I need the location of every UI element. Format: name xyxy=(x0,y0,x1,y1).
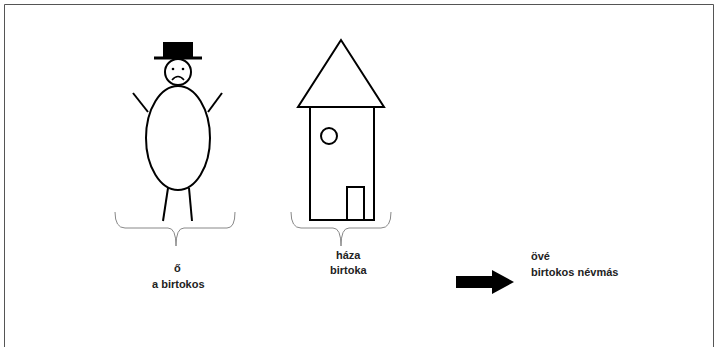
possession-label: birtoka xyxy=(330,264,367,277)
possession-word: háza xyxy=(336,249,360,262)
curly-brace xyxy=(115,212,391,246)
owner-pronoun: ő xyxy=(174,262,181,275)
frame xyxy=(5,5,714,347)
possessive-label: birtokos névmás xyxy=(531,266,618,279)
owner-label: a birtokos xyxy=(152,278,205,291)
block-arrow xyxy=(456,270,514,294)
house-figure xyxy=(298,40,384,220)
man-figure xyxy=(133,43,222,221)
possessive-pronoun: övé xyxy=(531,250,550,263)
